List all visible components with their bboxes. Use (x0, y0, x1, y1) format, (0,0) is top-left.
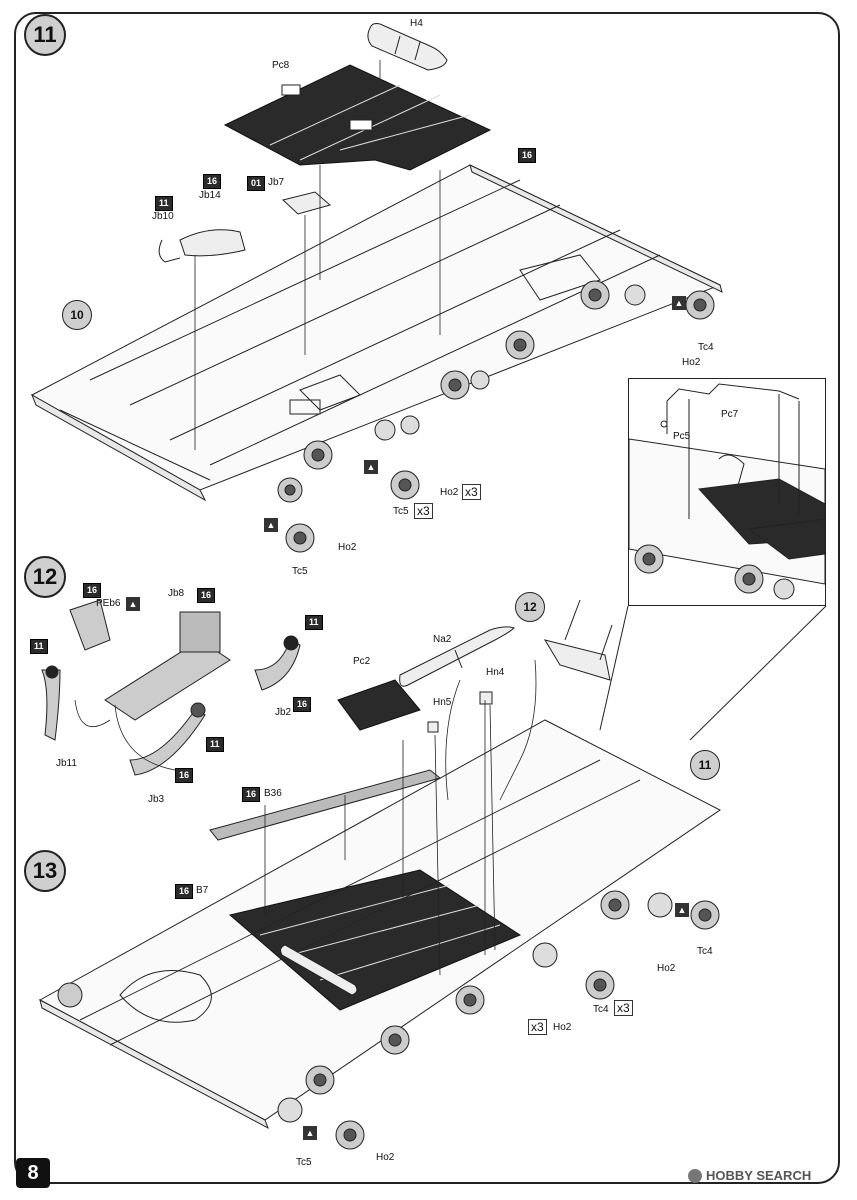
label-ho2-b: Ho2 (440, 487, 459, 498)
label-tc5-a: Tc5 (393, 506, 409, 517)
label-ho2-c: Ho2 (338, 542, 357, 553)
watermark: HOBBY SEARCH (688, 1168, 811, 1183)
label-pc8: Pc8 (272, 60, 290, 71)
multiplier-x3-b: x3 (414, 503, 433, 519)
label-jb7: Jb7 (268, 177, 285, 188)
jb10-part (158, 239, 181, 263)
ref-circle-11: 11 (690, 750, 720, 780)
label-peb6: PEb6 (96, 598, 121, 609)
label-jb8: Jb8 (168, 588, 185, 599)
badge-11-b: 11 (305, 615, 323, 630)
badge-16-e: 16 (293, 697, 312, 712)
peb6-part (69, 599, 111, 651)
label-tc5-b: Tc5 (292, 566, 308, 577)
pc8-floor-panel (223, 64, 492, 171)
badge-16-d: 16 (197, 588, 216, 603)
jb14-part (179, 229, 246, 257)
badge-16-a: 16 (518, 148, 537, 163)
badge-16-b: 16 (203, 174, 222, 189)
detail-inset: Pc7 Pc5 (628, 378, 826, 606)
jb3-part (129, 709, 206, 776)
label-ho2-a: Ho2 (682, 357, 701, 368)
label-ho2-d: Ho2 (657, 963, 676, 974)
paint-icon: ▲ (672, 296, 686, 310)
multiplier-x3-d: x3 (528, 1019, 547, 1035)
watermark-logo-icon (688, 1168, 702, 1183)
paint-icon: ▲ (303, 1126, 317, 1140)
multiplier-x3-a: x3 (462, 484, 481, 500)
paint-icon: ▲ (126, 597, 140, 611)
label-tc4-c: Tc4 (593, 1004, 609, 1015)
label-pc5: Pc5 (673, 431, 691, 442)
paint-icon: ▲ (675, 903, 689, 917)
ref-circle-12: 12 (515, 592, 545, 622)
label-jb3: Jb3 (148, 794, 165, 805)
step12-parts (41, 599, 301, 776)
badge-11-d: 11 (206, 737, 224, 752)
badge-16-g: 16 (242, 787, 261, 802)
badge-11-c: 11 (30, 639, 48, 654)
label-tc4-a: Tc4 (698, 342, 714, 353)
b36-part (209, 769, 442, 841)
label-jb14: Jb14 (199, 190, 221, 201)
label-jb11: Jb11 (56, 758, 77, 769)
ref-circle-10: 10 (62, 300, 92, 330)
na2-shell (399, 626, 515, 687)
step-number-11: 11 (24, 14, 66, 56)
label-b36: B36 (264, 788, 282, 799)
page-number: 8 (16, 1158, 50, 1188)
label-jb2: Jb2 (275, 707, 292, 718)
h4-shell (367, 23, 448, 71)
badge-11-a: 11 (155, 196, 173, 211)
step-number-12: 12 (24, 556, 66, 598)
multiplier-x3-c: x3 (614, 1000, 633, 1016)
step13-chassis (38, 719, 721, 1150)
pc2-panel (337, 679, 421, 731)
jb2-part (254, 639, 301, 691)
label-tc5-c: Tc5 (296, 1157, 312, 1168)
label-ho2-e: Ho2 (553, 1022, 572, 1033)
label-tc4-b: Tc4 (697, 946, 713, 957)
label-hn5: Hn5 (433, 697, 452, 708)
badge-16-f: 16 (175, 768, 194, 783)
label-ho2-f: Ho2 (376, 1152, 395, 1163)
paint-icon: ▲ (264, 518, 278, 532)
hn5-part (427, 721, 439, 733)
label-hn4: Hn4 (486, 667, 505, 678)
label-pc2: Pc2 (353, 656, 371, 667)
jb7-part (281, 191, 332, 215)
step12-assembly (543, 639, 611, 681)
hn4-part (479, 691, 493, 705)
paint-icon: ▲ (364, 460, 378, 474)
watermark-text: HOBBY SEARCH (706, 1168, 812, 1183)
label-h4: H4 (410, 18, 423, 29)
badge-01: 01 (247, 176, 266, 191)
badge-16-c: 16 (83, 583, 102, 598)
step11-chassis (30, 164, 723, 553)
label-b7: B7 (196, 885, 209, 896)
badge-16-h: 16 (175, 884, 194, 899)
step-number-13: 13 (24, 850, 66, 892)
jb8-part (104, 639, 231, 721)
label-jb10: Jb10 (152, 211, 174, 222)
label-na2: Na2 (433, 634, 452, 645)
jb11-part (41, 669, 61, 741)
label-pc7: Pc7 (721, 409, 739, 420)
